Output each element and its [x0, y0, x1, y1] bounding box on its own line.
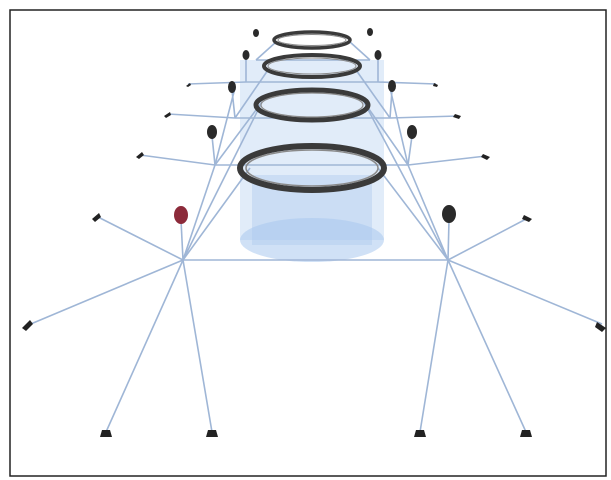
anchor: [92, 213, 101, 222]
cable: [168, 114, 235, 118]
cable: [256, 42, 276, 60]
buoy: [367, 28, 373, 36]
anchor: [206, 430, 218, 437]
anchor: [22, 320, 33, 331]
float-line: [448, 220, 449, 260]
buoy: [388, 80, 396, 92]
cable: [448, 260, 602, 324]
cable: [448, 260, 526, 432]
cable: [183, 168, 250, 260]
anchor: [520, 430, 532, 437]
anchor: [453, 114, 461, 119]
buoy: [243, 50, 250, 60]
cable: [188, 82, 246, 84]
cable: [408, 156, 486, 165]
cable: [183, 165, 215, 260]
buoy: [442, 205, 456, 223]
buoy: [228, 81, 236, 93]
float-line: [390, 90, 392, 118]
cable: [448, 218, 528, 260]
cable: [378, 168, 448, 260]
anchor: [136, 152, 144, 159]
buoy: [174, 206, 188, 224]
cable: [390, 116, 458, 118]
float-line: [212, 136, 215, 165]
buoy: [375, 50, 382, 60]
cable: [96, 216, 183, 260]
buoy: [253, 29, 259, 37]
float-line: [181, 220, 183, 260]
cable: [350, 42, 370, 60]
cable: [420, 260, 448, 432]
cable: [140, 155, 215, 165]
cable: [408, 165, 448, 260]
cable: [26, 260, 183, 326]
cable: [183, 260, 212, 432]
buoy: [207, 125, 217, 139]
collar-ring-inner: [278, 35, 346, 46]
anchor: [414, 430, 426, 437]
anchor: [481, 154, 490, 160]
anchor: [100, 430, 112, 437]
anchor: [164, 112, 171, 118]
cable: [106, 260, 183, 432]
float-line: [408, 136, 412, 165]
cable: [215, 88, 235, 165]
buoy: [407, 125, 417, 139]
cable: [378, 82, 436, 84]
